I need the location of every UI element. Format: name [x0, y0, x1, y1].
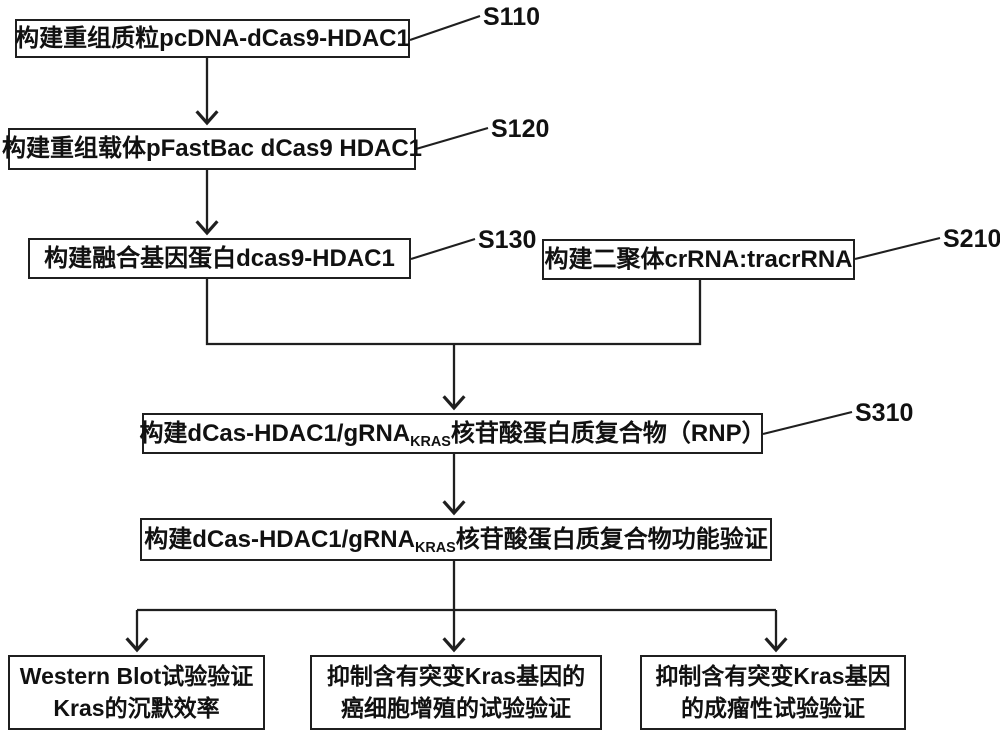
- s310-text-suffix: 核苷酸蛋白质复合物（RNP）: [450, 419, 766, 447]
- outcome-box-tumorigenicity: 抑制含有突变Kras基因 的成瘤性试验验证: [640, 655, 906, 730]
- step-text-s210: 构建二聚体crRNA:tracrRNA: [544, 245, 853, 273]
- tumorigenicity-line1: 抑制含有突变Kras基因: [655, 663, 891, 690]
- tumorigenicity-line2: 的成瘤性试验验证: [681, 694, 865, 721]
- step-label-s110: S110: [483, 3, 541, 31]
- callout-line-s310: [762, 410, 853, 436]
- step-label-s130: S130: [478, 226, 537, 254]
- step-text-s310: 构建dCas-HDAC1/gRNAKRAS核苷酸蛋白质复合物（RNP）: [139, 419, 765, 449]
- step-box-s110: 构建重组质粒pcDNA-dCas9-HDAC1: [15, 19, 410, 58]
- merge-line-s130-s210: [205, 279, 702, 346]
- proliferation-line2: 癌细胞增殖的试验验证: [341, 694, 571, 721]
- proliferation-line1: 抑制含有突变Kras基因的: [326, 663, 586, 690]
- step-box-s210: 构建二聚体crRNA:tracrRNA: [542, 239, 855, 280]
- step-text-s110: 构建重组质粒pcDNA-dCas9-HDAC1: [15, 24, 410, 52]
- outcome-text-tumorigenicity: 抑制含有突变Kras基因 的成瘤性试验验证: [655, 661, 890, 723]
- step-box-s130: 构建融合基因蛋白dcas9-HDAC1: [28, 238, 411, 279]
- func-text-subscript: KRAS: [414, 539, 456, 556]
- callout-line-s120: [415, 126, 489, 151]
- western-line1: Western Blot试验验证: [19, 663, 254, 690]
- step-label-s120: S120: [491, 115, 550, 143]
- step-text-functional-validation: 构建dCas-HDAC1/gRNAKRAS核苷酸蛋白质复合物功能验证: [144, 525, 767, 555]
- step-text-s120: 构建重组载体pFastBac dCas9 HDAC1: [1, 135, 423, 162]
- callout-line-s210: [854, 236, 941, 261]
- branch-line: [137, 561, 776, 612]
- callout-line-s110: [409, 15, 481, 41]
- func-text-suffix: 核苷酸蛋白质复合物功能验证: [455, 525, 768, 553]
- s310-text-subscript: KRAS: [410, 433, 451, 450]
- s310-text-prefix: 构建dCas-HDAC1/gRNA: [139, 419, 411, 447]
- outcome-text-western-blot: Western Blot试验验证 Kras的沉默效率: [20, 661, 253, 723]
- step-label-s310: S310: [855, 399, 914, 427]
- callout-line-s130: [410, 237, 476, 261]
- step-box-functional-validation: 构建dCas-HDAC1/gRNAKRAS核苷酸蛋白质复合物功能验证: [140, 518, 772, 561]
- step-box-s120: 构建重组载体pFastBac dCas9 HDAC1: [2, 128, 422, 170]
- step-text-s130: 构建融合基因蛋白dcas9-HDAC1: [44, 244, 395, 272]
- outcome-box-western-blot: Western Blot试验验证 Kras的沉默效率: [8, 655, 265, 730]
- outcome-text-proliferation: 抑制含有突变Kras基因的 癌细胞增殖的试验验证: [327, 661, 585, 723]
- step-box-s310: 构建dCas-HDAC1/gRNAKRAS核苷酸蛋白质复合物（RNP）: [139, 413, 766, 454]
- western-line2: Kras的沉默效率: [53, 694, 220, 721]
- func-text-prefix: 构建dCas-HDAC1/gRNA: [144, 525, 415, 553]
- step-label-s210: S210: [943, 225, 1000, 253]
- outcome-box-proliferation: 抑制含有突变Kras基因的 癌细胞增殖的试验验证: [310, 655, 602, 730]
